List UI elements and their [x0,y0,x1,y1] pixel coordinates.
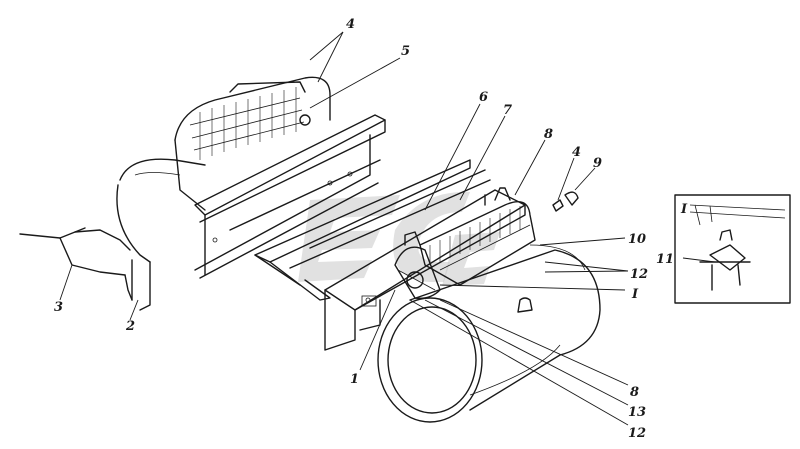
callout-12-right: 12 [630,267,648,282]
callout-4-right: 4 [572,145,581,160]
callout-2: 2 [125,319,135,334]
callout-8-top: 8 [544,127,553,142]
front-battery-box [419,187,536,286]
rear-battery-box [174,76,331,211]
callout-3: 3 [54,300,63,315]
callout-10: 10 [628,232,646,247]
callout-I-inset: I [680,202,688,217]
leader-lines [59,31,716,426]
callout-8-bottom: 8 [630,385,639,400]
detail-inset-I [674,194,791,304]
fuel-tank [377,244,601,423]
callout-5: 5 [401,44,410,59]
mounting-screws [552,191,579,212]
callout-6: 6 [479,90,488,105]
callout-13: 13 [628,405,646,420]
callout-12-bottom: 12 [628,426,646,441]
cable-harness [19,227,133,301]
callout-11: 11 [656,252,674,267]
callout-I-main: I [631,287,639,302]
rear-support-bracket [116,158,206,311]
callout-7: 7 [503,103,512,118]
callout-1: 1 [350,372,359,387]
callout-4-top: 4 [346,17,355,32]
callout-9: 9 [593,156,602,171]
front-battery-carrier [324,189,526,351]
